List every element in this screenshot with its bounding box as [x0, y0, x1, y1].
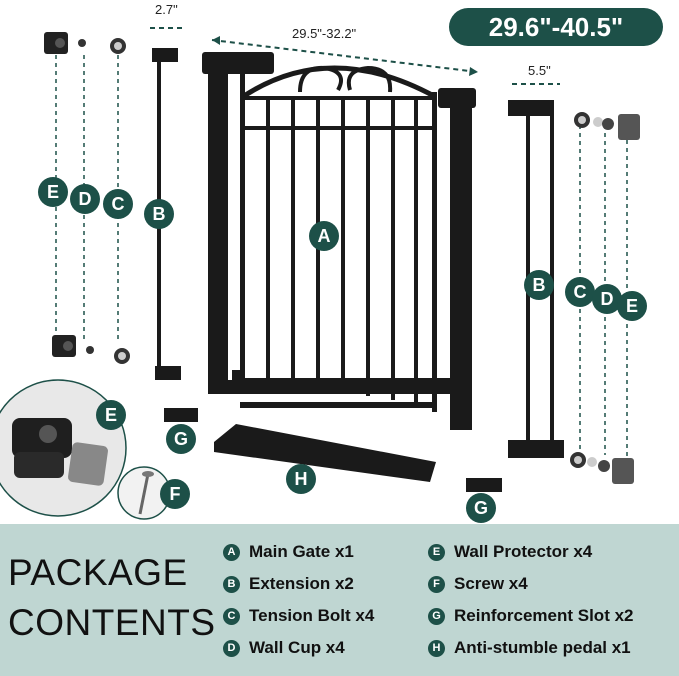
gate-width-dimension: 29.5"-32.2" [292, 26, 357, 41]
product-illustration [0, 27, 640, 520]
package-item: D Wall Cup x4 [223, 637, 345, 659]
small-extension-dimension: 2.7" [155, 2, 178, 17]
size-range-badge: 29.6"-40.5" [449, 8, 663, 46]
item-text: Main Gate x1 [249, 542, 354, 561]
part-label-e: E [38, 177, 68, 207]
item-text: Reinforcement Slot x2 [454, 606, 634, 625]
package-contents-panel: PACKAGE CONTENTS A Main Gate x1 B Extens… [0, 524, 679, 676]
item-text: Extension x2 [249, 574, 354, 593]
part-label-c: C [565, 277, 595, 307]
item-text: Wall Protector x4 [454, 542, 593, 561]
item-text: Wall Cup x4 [249, 638, 345, 657]
item-text: Tension Bolt x4 [249, 606, 375, 625]
large-extension-dimension: 5.5" [528, 63, 551, 78]
part-label-h: H [286, 464, 316, 494]
package-item: C Tension Bolt x4 [223, 605, 374, 627]
part-label-d: D [70, 184, 100, 214]
item-letter-badge: E [428, 543, 445, 561]
item-letter-badge: C [223, 607, 240, 625]
item-letter-badge: G [428, 607, 445, 625]
item-letter-badge: H [428, 639, 445, 657]
item-letter-badge: F [428, 575, 445, 593]
package-item: H Anti-stumble pedal x1 [428, 637, 631, 659]
item-text: Screw x4 [454, 574, 528, 593]
part-label-e: E [617, 291, 647, 321]
part-label-c: C [103, 189, 133, 219]
part-label-e: E [96, 400, 126, 430]
package-item: A Main Gate x1 [223, 541, 354, 563]
package-item: F Screw x4 [428, 573, 528, 595]
package-item: B Extension x2 [223, 573, 354, 595]
item-letter-badge: D [223, 639, 240, 657]
package-item: E Wall Protector x4 [428, 541, 592, 563]
part-label-g: G [466, 493, 496, 523]
package-title-line2: CONTENTS [8, 602, 216, 643]
item-text: Anti-stumble pedal x1 [454, 638, 631, 657]
package-title-line1: PACKAGE [8, 552, 188, 593]
part-label-g: G [166, 424, 196, 454]
part-label-a: A [309, 221, 339, 251]
item-letter-badge: A [223, 543, 240, 561]
part-label-b: B [144, 199, 174, 229]
package-item: G Reinforcement Slot x2 [428, 605, 634, 627]
part-label-b: B [524, 270, 554, 300]
item-letter-badge: B [223, 575, 240, 593]
part-label-f: F [160, 479, 190, 509]
